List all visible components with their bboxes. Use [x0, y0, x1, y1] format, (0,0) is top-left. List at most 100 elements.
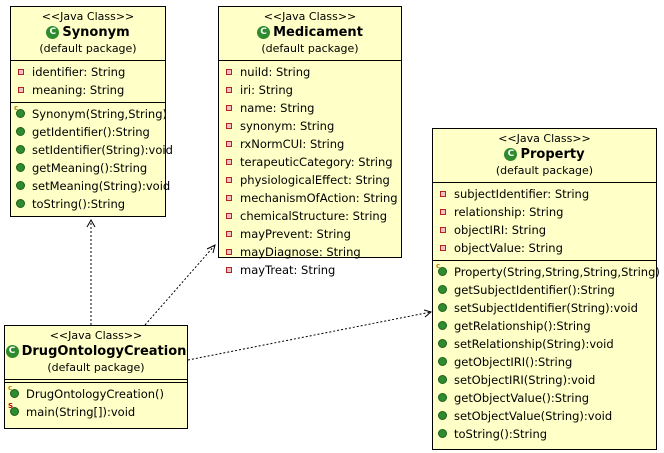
- field-row[interactable]: iri: String: [219, 81, 401, 99]
- private-field-icon: [224, 211, 234, 221]
- method-row[interactable]: getRelationship():String: [433, 317, 656, 335]
- field-label: mayTreat: String: [240, 263, 336, 277]
- field-row[interactable]: mechanismOfAction: String: [219, 189, 401, 207]
- fields-section: subjectIdentifier: String relationship: S…: [433, 182, 656, 260]
- stereotype-label: <<Java Class>>: [263, 10, 357, 23]
- field-row[interactable]: name: String: [219, 99, 401, 117]
- method-label: toString():String: [32, 197, 126, 211]
- private-field-icon: [224, 175, 234, 185]
- public-method-icon: [438, 357, 448, 367]
- field-row[interactable]: chemicalStructure: String: [219, 207, 401, 225]
- arrowhead-property: [423, 309, 433, 318]
- package-label: (default package): [495, 164, 594, 177]
- field-row[interactable]: objectIRI: String: [433, 221, 656, 239]
- class-icon: C: [257, 26, 271, 39]
- field-label: nuiId: String: [240, 65, 311, 79]
- field-label: rxNormCUI: String: [240, 137, 345, 151]
- class-name: Property: [520, 147, 585, 162]
- field-label: iri: String: [240, 83, 293, 97]
- method-label: setSubjectIdentifier(String):void: [454, 301, 638, 315]
- method-row[interactable]: setSubjectIdentifier(String):void: [433, 299, 656, 317]
- arrowhead-medicament: [206, 244, 216, 254]
- field-label: mayDiagnose: String: [240, 245, 361, 259]
- method-row[interactable]: setObjectIRI(String):void: [433, 371, 656, 389]
- package-label: (default package): [261, 42, 359, 55]
- method-label: main(String[]):void: [26, 405, 136, 419]
- method-label: toString():String: [454, 427, 548, 441]
- fields-section: identifier: String meaning: String: [11, 60, 165, 102]
- field-label: objectValue: String: [454, 241, 563, 255]
- method-row[interactable]: setIdentifier(String):void: [11, 141, 173, 159]
- field-row[interactable]: mayPrevent: String: [219, 225, 401, 243]
- static-method-icon: S: [8, 402, 20, 417]
- field-label: subjectIdentifier: String: [454, 187, 590, 201]
- field-label: mechanismOfAction: String: [240, 191, 398, 205]
- method-label: Synonym(String,String): [32, 107, 167, 121]
- class-name: DrugOntologyCreation: [21, 344, 187, 359]
- field-row[interactable]: rxNormCUI: String: [219, 135, 401, 153]
- method-row[interactable]: getIdentifier():String: [11, 123, 165, 141]
- class-icon: C: [46, 26, 60, 39]
- class-name: Medicament: [273, 25, 363, 40]
- field-row[interactable]: mayDiagnose: String: [219, 243, 401, 261]
- method-row[interactable]: getObjectIRI():String: [433, 353, 656, 371]
- method-row[interactable]: setObjectValue(String):void: [433, 407, 656, 425]
- field-label: meaning: String: [32, 83, 125, 97]
- method-label: getIdentifier():String: [32, 125, 150, 139]
- method-row[interactable]: getSubjectIdentifier():String: [433, 281, 656, 299]
- dependency-drug-to-property: [187, 311, 432, 361]
- method-row[interactable]: getMeaning():String: [11, 159, 165, 177]
- method-label: setObjectIRI(String):void: [454, 373, 596, 387]
- method-row[interactable]: getObjectValue():String: [433, 389, 656, 407]
- public-method-icon: [438, 411, 448, 421]
- field-label: relationship: String: [454, 205, 564, 219]
- private-field-icon: [224, 157, 234, 167]
- private-field-icon: [438, 207, 448, 217]
- field-row[interactable]: mayTreat: String: [219, 261, 401, 279]
- method-label: getObjectIRI():String: [454, 355, 573, 369]
- method-label: getRelationship():String: [454, 319, 591, 333]
- field-row[interactable]: identifier: String: [11, 63, 165, 81]
- public-method-icon: [438, 429, 448, 439]
- private-field-icon: [224, 229, 234, 239]
- public-method-icon: [438, 303, 448, 313]
- field-row[interactable]: physiologicalEffect: String: [219, 171, 401, 189]
- method-row[interactable]: setMeaning(String):void: [11, 177, 170, 195]
- field-row[interactable]: terapeuticCategory: String: [219, 153, 401, 171]
- field-row[interactable]: meaning: String: [11, 81, 165, 99]
- field-label: physiologicalEffect: String: [240, 173, 390, 187]
- field-row[interactable]: synonym: String: [219, 117, 401, 135]
- public-method-icon: [16, 181, 26, 191]
- method-label: setMeaning(String):void: [32, 179, 171, 193]
- method-row[interactable]: setRelationship(String):void: [433, 335, 656, 353]
- private-field-icon: [224, 265, 234, 275]
- field-label: terapeuticCategory: String: [240, 155, 393, 169]
- field-row[interactable]: subjectIdentifier: String: [433, 185, 656, 203]
- private-field-icon: [224, 67, 234, 77]
- stereotype-label: <<Java Class>>: [498, 132, 591, 145]
- public-method-icon: [16, 145, 26, 155]
- public-method-icon: [16, 127, 26, 137]
- method-row[interactable]: toString():String: [433, 425, 656, 443]
- field-row[interactable]: objectValue: String: [433, 239, 656, 257]
- field-row[interactable]: relationship: String: [433, 203, 656, 221]
- field-row[interactable]: nuiId: String: [219, 63, 401, 81]
- private-field-icon: [224, 85, 234, 95]
- field-label: identifier: String: [32, 65, 126, 79]
- public-method-icon: [438, 339, 448, 349]
- method-row[interactable]: toString():String: [11, 195, 165, 213]
